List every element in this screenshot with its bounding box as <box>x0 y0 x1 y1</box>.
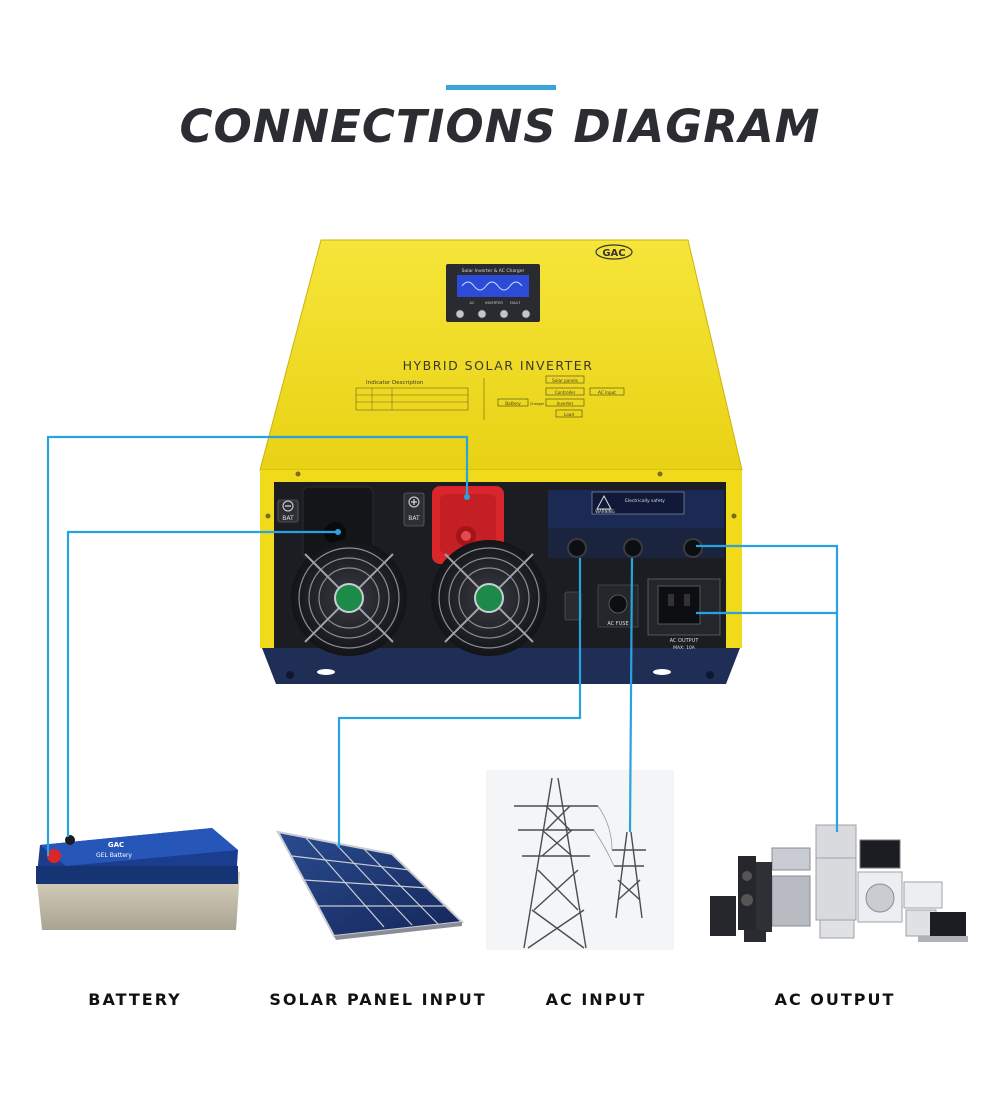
battery-brand: GAC <box>108 841 124 849</box>
lcd-button-3 <box>499 309 509 319</box>
bat-negative-label: BAT <box>282 515 294 522</box>
cooling-fan-left <box>291 540 407 656</box>
lcd-button-2 <box>477 309 487 319</box>
brand-logo-text: GAC <box>602 248 625 259</box>
battery-model: GEL Battery <box>96 852 132 859</box>
appliances-illustration <box>710 824 968 942</box>
component-label-ac-output: AC OUTPUT <box>774 990 896 1009</box>
wire-ac-output <box>696 544 839 615</box>
led-label-fault: FAULT <box>510 301 521 305</box>
wire-battery-positive <box>46 435 469 856</box>
svg-text:Load: Load <box>564 412 574 417</box>
led-label-inverter: INVERTER <box>485 301 503 305</box>
ac-output-max: MAX: 10A <box>673 645 696 651</box>
svg-text:Electrically safety: Electrically safety <box>625 498 665 504</box>
warning-text: WARNING <box>595 509 615 514</box>
cooling-fan-right <box>431 540 547 656</box>
ac-fuse-label: AC FUSE <box>607 621 628 627</box>
inverter-base-plate <box>262 648 740 684</box>
svg-text:Controller: Controller <box>555 390 576 395</box>
led-label-ac: AC <box>470 301 475 305</box>
component-label-solar: SOLAR PANEL INPUT <box>269 990 487 1009</box>
ac-output-label: AC OUTPUT <box>670 638 700 644</box>
cable-gland-2 <box>623 538 643 558</box>
lcd-button-1 <box>455 309 465 319</box>
lcd-screen <box>457 275 529 297</box>
warning-label <box>591 491 685 515</box>
bat-positive-label: BAT <box>408 515 420 522</box>
inverter-unit: GAC Solar Inverter & AC Charger AC INVER… <box>259 239 743 684</box>
transmission-tower-illustration <box>486 770 674 950</box>
cable-gland-1 <box>567 538 587 558</box>
lcd-panel: Solar Inverter & AC Charger AC INVERTER … <box>446 264 540 322</box>
io-block: Electrically safety WARNING AC FUSE AC O… <box>548 490 724 651</box>
svg-text:Solar panels: Solar panels <box>552 378 578 383</box>
svg-text:Inverter: Inverter <box>557 401 574 406</box>
wire-solar-input <box>337 558 582 848</box>
svg-text:Battery: Battery <box>505 401 521 406</box>
solar-panel-illustration <box>276 830 465 940</box>
lcd-title: Solar Inverter & AC Charger <box>462 268 525 274</box>
brand-logo <box>595 244 633 260</box>
inverter-panel-title: HYBRID SOLAR INVERTER <box>403 358 594 373</box>
lcd-button-4 <box>521 309 531 319</box>
component-label-battery: BATTERY <box>88 990 182 1009</box>
breaker-switch <box>564 591 582 621</box>
indicator-title: Indicator Description <box>366 380 424 386</box>
wire-battery-negative <box>66 530 338 837</box>
wire-ac-input <box>628 557 634 833</box>
battery-illustration: GAC GEL Battery <box>36 828 240 930</box>
page-title: CONNECTIONS DIAGRAM <box>179 100 821 153</box>
title-accent-bar <box>446 85 556 90</box>
component-label-ac-input: AC INPUT <box>545 990 647 1009</box>
cable-gland-3 <box>683 538 703 558</box>
indicator-description-table: Indicator Description <box>355 380 469 411</box>
svg-text:AC Input: AC Input <box>598 390 616 395</box>
flow-diagram-printed: Solar panels Controller AC Input Battery… <box>497 375 625 418</box>
connection-wires <box>46 435 839 856</box>
svg-text:Charger: Charger <box>530 402 545 406</box>
